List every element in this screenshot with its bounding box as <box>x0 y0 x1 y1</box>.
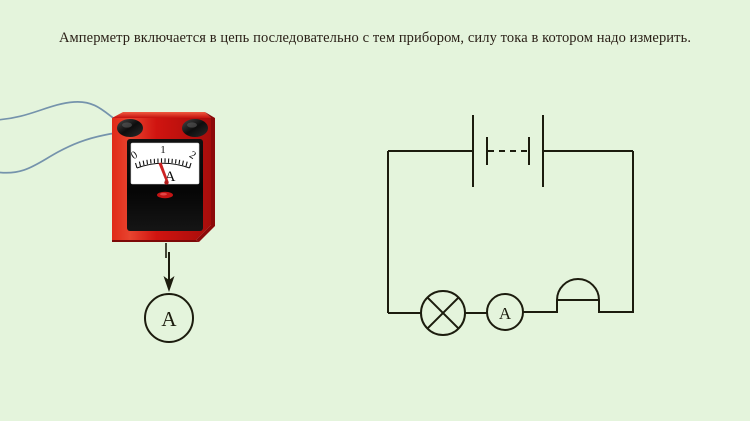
switch-symbol-dome <box>556 278 600 301</box>
circuit-ammeter-circle <box>486 293 524 331</box>
circuit-ammeter-letter: A <box>499 304 512 323</box>
lamp-symbol-circle <box>420 290 466 336</box>
left-terminal-highlight <box>122 122 132 128</box>
page-title: Амперметр включается в цепь последовател… <box>58 30 692 46</box>
lamp-symbol-cross-b <box>426 296 460 330</box>
dial-label-1: 1 <box>160 144 166 156</box>
terminal-group <box>117 119 208 137</box>
dial-arc <box>136 162 190 169</box>
wire-ammeter-to-switch <box>523 300 558 313</box>
right-terminal-highlight <box>187 122 197 128</box>
arrow-down-icon <box>163 276 175 292</box>
dial-label-0: 0 <box>129 149 140 162</box>
dial-ticks <box>134 158 192 169</box>
device-right-bevel <box>196 112 215 242</box>
device-top-bevel <box>112 112 211 118</box>
upper-lead-wire <box>0 101 127 127</box>
indicator-lamp-glow <box>160 192 167 196</box>
dial-label-2: 2 <box>187 149 198 162</box>
needle-pivot <box>164 180 169 185</box>
wire-switch-to-right <box>598 300 633 313</box>
device-bottom-shade <box>112 240 199 242</box>
dial-unit-label: A <box>165 169 176 185</box>
dial-needle <box>158 162 169 182</box>
ammeter-symbol-letter: A <box>161 307 177 331</box>
ammeter-symbol-circle <box>144 293 194 343</box>
